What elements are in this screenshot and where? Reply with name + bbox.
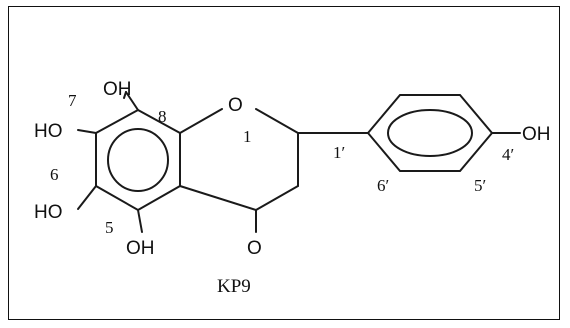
ring-b-bonds [367, 94, 494, 172]
atom-oh-7: OH [103, 79, 132, 100]
position-6: 6 [50, 165, 59, 184]
ring-b-aromatic-circle [387, 109, 473, 157]
atom-ring-oxygen: O [228, 95, 243, 116]
position-6prime: 6′ [377, 176, 389, 195]
ring-a-substituents [77, 91, 143, 233]
bond-c3-c4 [255, 185, 299, 211]
position-5prime: 5′ [474, 176, 486, 195]
bond-c4-c4a [179, 185, 257, 211]
position-5: 5 [105, 218, 114, 237]
bond-c8-ch2 [125, 91, 139, 111]
figure-frame [8, 6, 560, 320]
position-4prime: 4′ [502, 145, 514, 164]
bond-o1-c2 [255, 108, 299, 134]
atom-carbonyl-oxygen: O [247, 238, 262, 259]
ring-c [179, 108, 299, 233]
position-1prime: 1′ [333, 143, 345, 162]
ring-a-aromatic-circle [107, 128, 169, 192]
bond-c8a-o1 [179, 108, 223, 134]
atom-ho-6: HO [34, 202, 63, 223]
atom-oh-4prime: OH [522, 124, 551, 145]
ring-b [297, 94, 521, 172]
position-1: 1 [243, 127, 252, 146]
bond-c6-ho [77, 185, 97, 210]
compound-label: KP9 [217, 276, 251, 297]
bond-c5-oh [137, 209, 143, 233]
atom-ho-7: HO [34, 121, 63, 142]
position-8: 8 [158, 107, 167, 126]
atom-oh-5: OH [126, 238, 155, 259]
position-7: 7 [68, 91, 77, 110]
bond-ch2-oh [123, 91, 127, 99]
ring-a [95, 109, 181, 212]
bond-c7-ho [77, 129, 97, 134]
